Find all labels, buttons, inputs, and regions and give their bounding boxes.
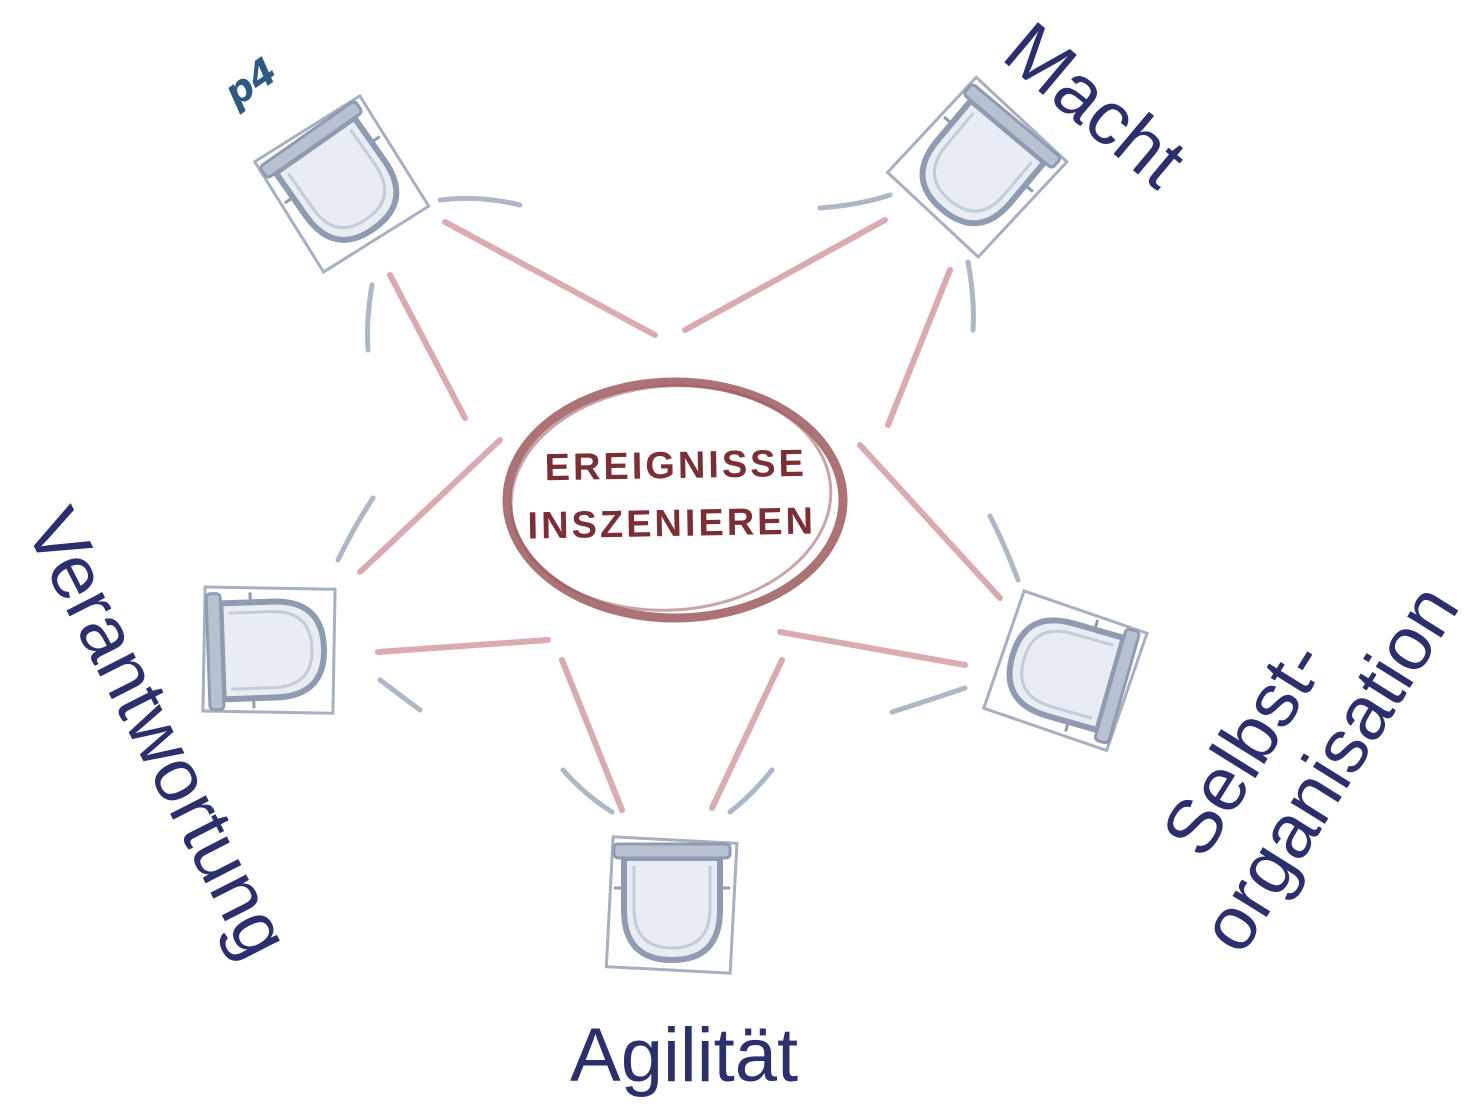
spotlight-icon	[982, 589, 1149, 752]
p4-mark: p4	[215, 49, 285, 116]
spotlight-bottom	[606, 837, 737, 973]
center-ring	[502, 377, 848, 623]
spotlight-left	[199, 582, 340, 717]
spotlight-icon	[199, 582, 340, 717]
beam-stroke	[987, 513, 1021, 583]
connector-line	[559, 657, 625, 813]
spotlight-icon	[249, 91, 434, 278]
spotlight-top-left	[249, 91, 434, 278]
beam-stroke	[727, 767, 775, 815]
beam-stroke	[560, 767, 615, 815]
label-agilitaet: Agilität	[570, 1013, 799, 1098]
connector-line	[885, 267, 953, 428]
center-title-line-1: EREIGNISSE	[544, 443, 807, 490]
beam-stroke	[437, 195, 523, 208]
beam-stroke	[889, 685, 968, 715]
beam-stroke	[817, 192, 893, 211]
center-title-line-2: INSZENIEREN	[527, 500, 816, 547]
beam-stroke	[365, 282, 375, 353]
connector-line	[375, 637, 551, 655]
beam-stroke	[335, 495, 376, 563]
center-ring-outer	[502, 377, 848, 623]
spotlight-right	[982, 589, 1149, 752]
connector-line	[682, 217, 888, 333]
spotlight-icon	[606, 837, 737, 973]
connector-line	[857, 442, 1003, 601]
connector-line	[777, 629, 968, 668]
connector-line	[387, 272, 468, 421]
connector-line	[709, 657, 785, 811]
beam-stroke	[965, 259, 976, 333]
beam-strokes	[335, 192, 1021, 815]
beam-stroke	[377, 677, 423, 713]
connector-line	[442, 219, 658, 338]
connector-line	[357, 437, 503, 575]
center-ring-inner	[509, 384, 833, 612]
connector-lines	[357, 217, 1003, 813]
